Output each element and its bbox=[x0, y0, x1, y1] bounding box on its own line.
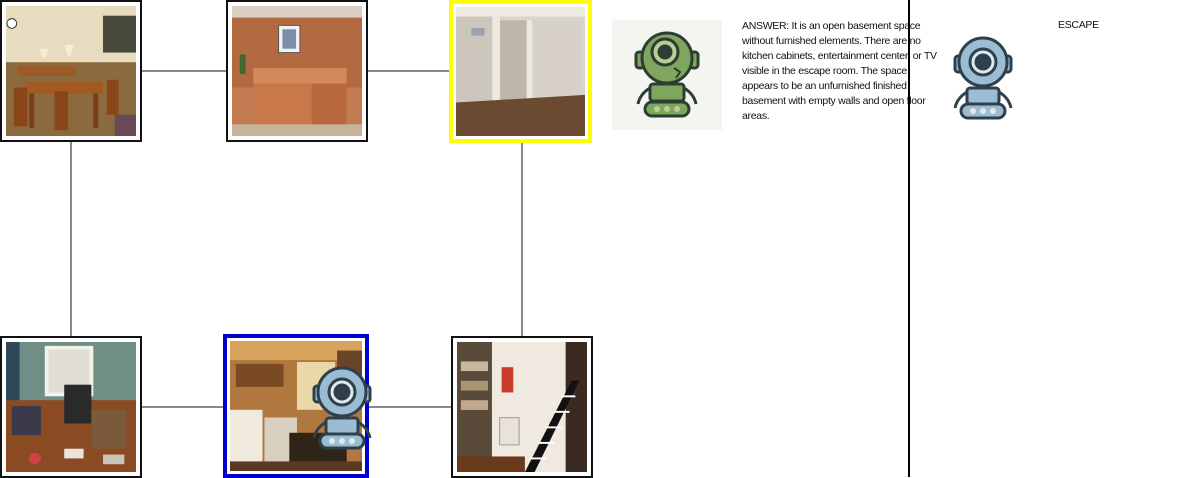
room-photo-dining bbox=[6, 6, 136, 136]
connector-bottom-left bbox=[140, 406, 226, 408]
connector-left-vertical bbox=[70, 141, 72, 338]
answer-text: ANSWER: It is an open basement space wit… bbox=[742, 20, 937, 122]
room-photo-cluttered bbox=[6, 342, 136, 472]
connector-bottom-right bbox=[367, 406, 453, 408]
robot-green-icon bbox=[630, 28, 704, 118]
room-photo-reception bbox=[232, 6, 362, 136]
room-dining[interactable] bbox=[0, 0, 142, 142]
room-staircase[interactable] bbox=[451, 336, 593, 478]
escape-label: ESCAPE bbox=[1058, 19, 1099, 31]
room-reception[interactable] bbox=[226, 0, 368, 142]
panel-divider bbox=[908, 0, 910, 477]
robot-blue-icon bbox=[306, 362, 378, 450]
room-cluttered[interactable] bbox=[0, 336, 142, 478]
robot-blue-icon bbox=[947, 32, 1019, 120]
room-photo-basement bbox=[456, 7, 585, 136]
connector-top-right bbox=[366, 70, 452, 72]
answer-robot-card bbox=[612, 20, 722, 130]
connector-top-left bbox=[140, 70, 228, 72]
room-basement[interactable] bbox=[449, 0, 592, 143]
room-photo-staircase bbox=[457, 342, 587, 472]
connector-right-vertical bbox=[521, 142, 523, 338]
